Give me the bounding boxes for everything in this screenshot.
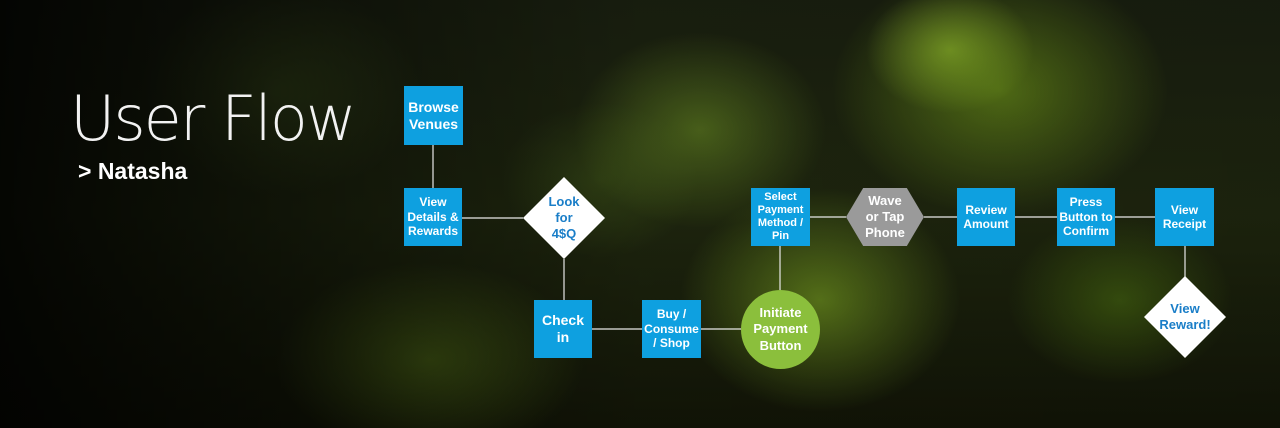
node-check-in: Check in <box>534 300 592 358</box>
diamond-label: View Reward! <box>1159 300 1211 332</box>
node-view-details: View Details & Rewards <box>404 188 462 246</box>
node-select-payment: Select Payment Method / Pin <box>751 188 810 246</box>
node-view-receipt: View Receipt <box>1155 188 1214 246</box>
node-initiate-payment: Initiate Payment Button <box>741 290 820 369</box>
node-look-for-4sq: Look for 4$Q <box>522 176 606 260</box>
node-press-confirm: Press Button to Confirm <box>1057 188 1115 246</box>
diamond-label: Look for 4$Q <box>548 193 580 242</box>
node-wave-or-tap: Wave or Tap Phone <box>846 188 924 246</box>
node-browse-venues: Browse Venues <box>404 86 463 145</box>
node-buy-consume-shop: Buy / Consume / Shop <box>642 300 701 358</box>
node-view-reward: View Reward! <box>1143 275 1227 359</box>
page-subtitle: > Natasha <box>78 158 188 184</box>
node-review-amount: Review Amount <box>957 188 1015 246</box>
page-title: User Flow <box>70 82 357 155</box>
